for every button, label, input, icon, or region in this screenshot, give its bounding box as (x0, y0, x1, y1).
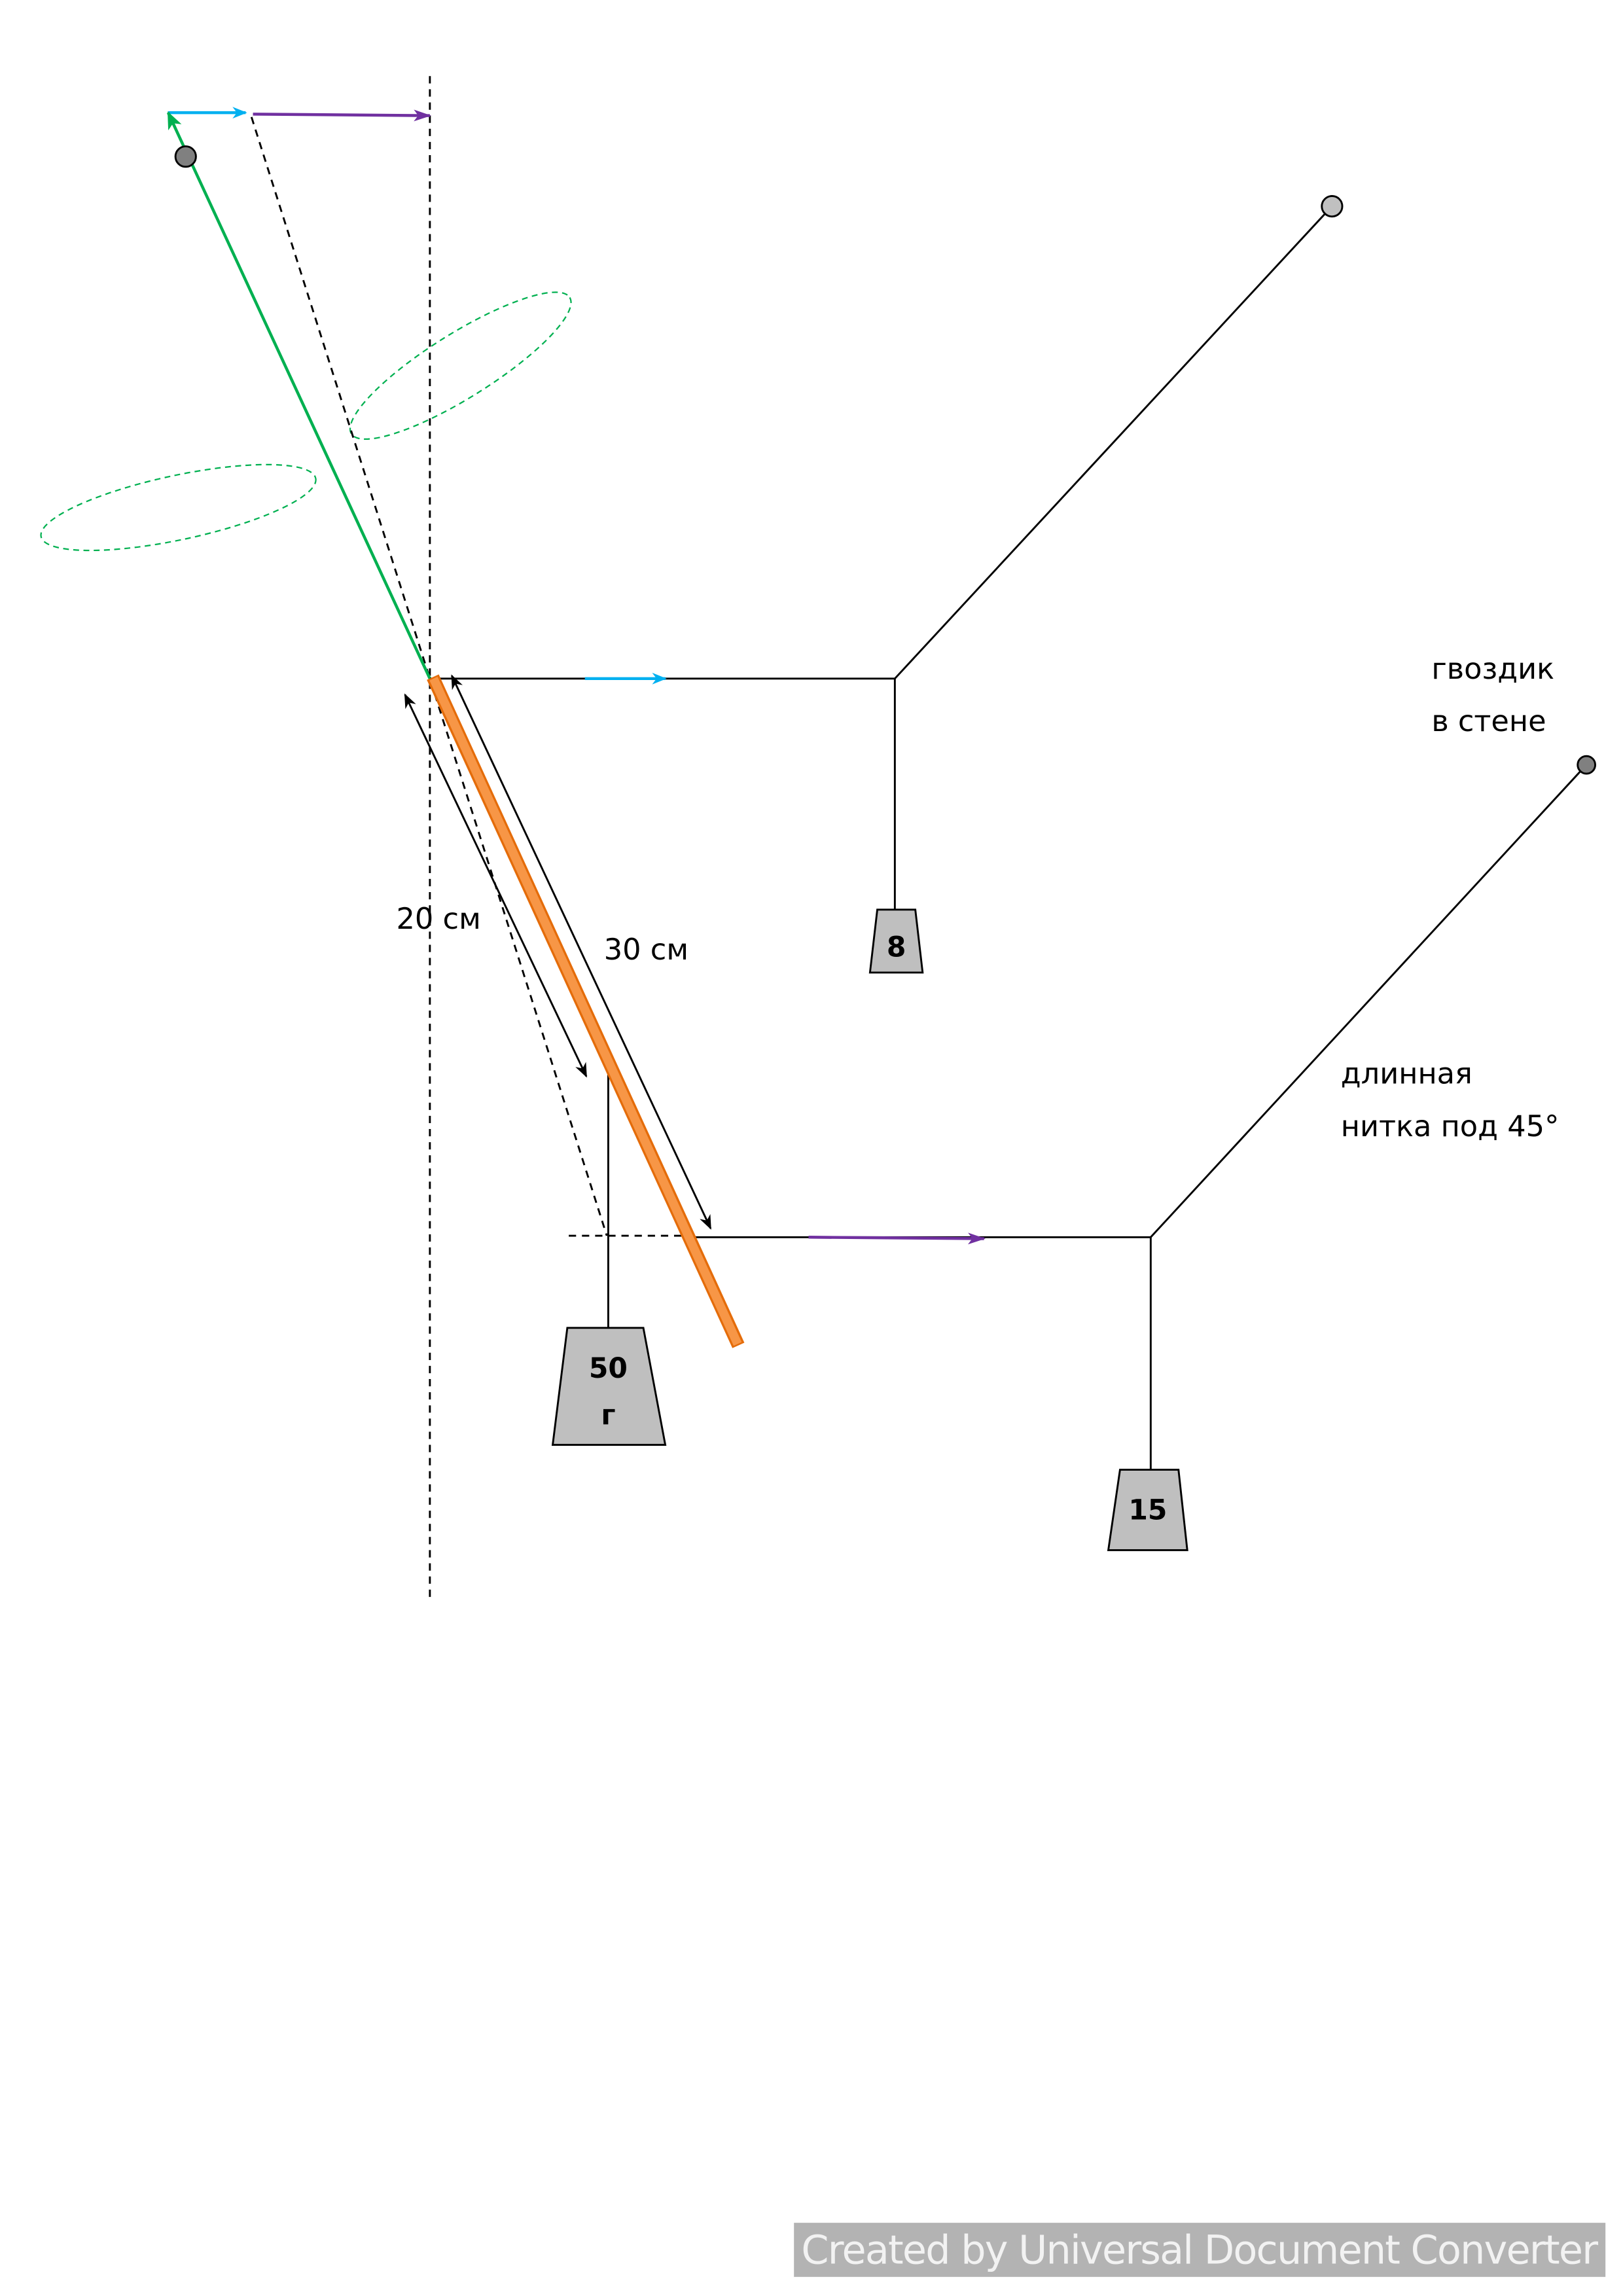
weight-50g-unit: г (601, 1399, 615, 1431)
weight-15 (1107, 1469, 1188, 1551)
ellipse-highlight-lower (40, 463, 317, 552)
weight-50g (551, 1327, 667, 1446)
thread-label-line1: длинная (1341, 1057, 1472, 1091)
dimension-label-30cm: 30 см (604, 933, 688, 967)
watermark-background (794, 2223, 1606, 2277)
weight-8-label: 8 (887, 931, 906, 963)
dimension-label-20cm: 20 см (396, 902, 480, 936)
weight-8 (868, 908, 924, 974)
green-resultant-arrow (166, 111, 431, 679)
nail-ball-lower-right (1577, 755, 1597, 775)
nail-label-line2: в стене (1431, 704, 1546, 738)
nail-ball-upper-right (1321, 195, 1344, 218)
thread-label-line2: нитка под 45° (1341, 1109, 1560, 1143)
nail-label-line1: гвоздик (1431, 652, 1554, 686)
orange-rod-fill (429, 677, 742, 1346)
weight-15-label: 15 (1128, 1494, 1167, 1526)
dimension-arrow-30cm (451, 674, 712, 1230)
upper-diagonal-thread (894, 207, 1332, 679)
ellipse-highlight-upper (349, 291, 572, 440)
watermark-text: Created by Universal Document Converter (801, 2228, 1598, 2274)
dimension-arrow-20cm (404, 693, 588, 1078)
nail-ball-top-left (174, 145, 197, 168)
lower-diagonal-thread (1150, 765, 1586, 1238)
purple-force-arrow-top (253, 109, 432, 122)
weight-50g-value: 50 (589, 1353, 628, 1385)
purple-force-arrow-lower (808, 1232, 986, 1245)
